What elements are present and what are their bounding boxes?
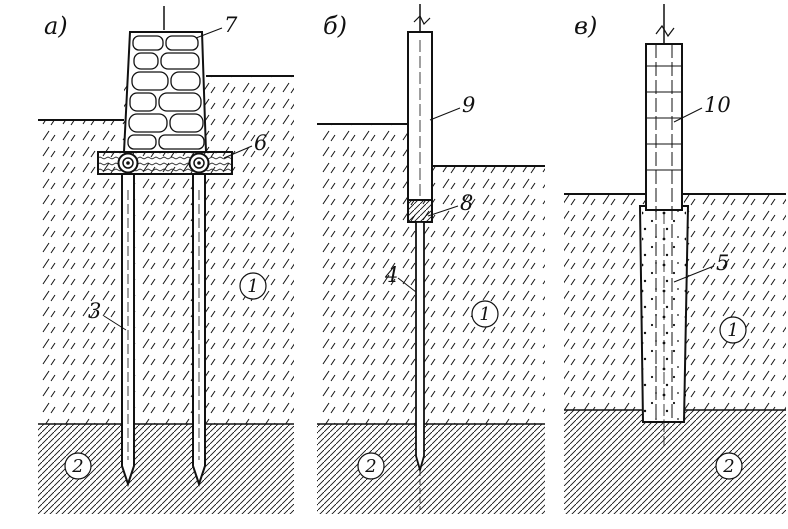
break-mark [655, 24, 675, 38]
leader-6 [223, 145, 253, 159]
label-stone-footing: 7 [224, 13, 238, 37]
svg-text:1: 1 [727, 320, 738, 341]
label-concrete-column: 9 [462, 93, 475, 117]
svg-text:2: 2 [364, 456, 376, 477]
leader-5 [673, 265, 715, 283]
leader-9 [429, 107, 461, 121]
lower-soil-layer [317, 424, 545, 514]
svg-text:2: 2 [722, 456, 734, 477]
stone-masonry [127, 35, 205, 150]
leader-3 [103, 315, 127, 331]
pile-cap [407, 199, 433, 223]
svg-text:2: 2 [71, 456, 83, 477]
wooden-pile-right [192, 173, 206, 488]
rebar-lines [646, 44, 682, 420]
soil-marker-upper-c: 1 [719, 316, 747, 344]
soil-marker-lower-c: 2 [715, 452, 743, 480]
lower-soil-layer [564, 410, 786, 514]
pile-head-right [188, 152, 210, 174]
svg-text:1: 1 [247, 276, 258, 297]
wooden-pile-left [121, 173, 135, 488]
panel-b-letter: б) [323, 12, 347, 40]
panel-c: в) 10 5 1 2 [564, 4, 786, 514]
panel-b: б) 9 8 4 1 2 [317, 4, 545, 514]
upper-soil-layer [317, 124, 545, 424]
break-mark [413, 14, 431, 26]
panel-c-letter: в) [574, 12, 597, 40]
pile-head-left [117, 152, 139, 174]
concrete-column [645, 43, 683, 211]
label-bored-pile: 5 [716, 251, 729, 275]
panel-a: а) 7 6 3 1 2 [38, 6, 294, 514]
leader-4 [397, 277, 417, 293]
leader-10 [673, 107, 703, 123]
label-wooden-pile: 3 [88, 299, 101, 323]
soil-marker-lower-b: 2 [357, 452, 385, 480]
panel-a-letter: а) [44, 12, 68, 40]
soil-marker-upper-b: 1 [471, 300, 499, 328]
svg-text:1: 1 [479, 304, 490, 325]
steel-rod-pile [415, 221, 425, 474]
leader-8 [427, 205, 459, 217]
leader-7 [195, 27, 223, 39]
label-concrete-column: 10 [704, 93, 731, 117]
soil-marker-upper-a: 1 [239, 272, 267, 300]
label-steel-rod: 4 [384, 263, 398, 287]
label-grillage-beam: 6 [254, 131, 267, 155]
label-cap: 8 [460, 191, 473, 215]
soil-marker-lower-a: 2 [64, 452, 92, 480]
